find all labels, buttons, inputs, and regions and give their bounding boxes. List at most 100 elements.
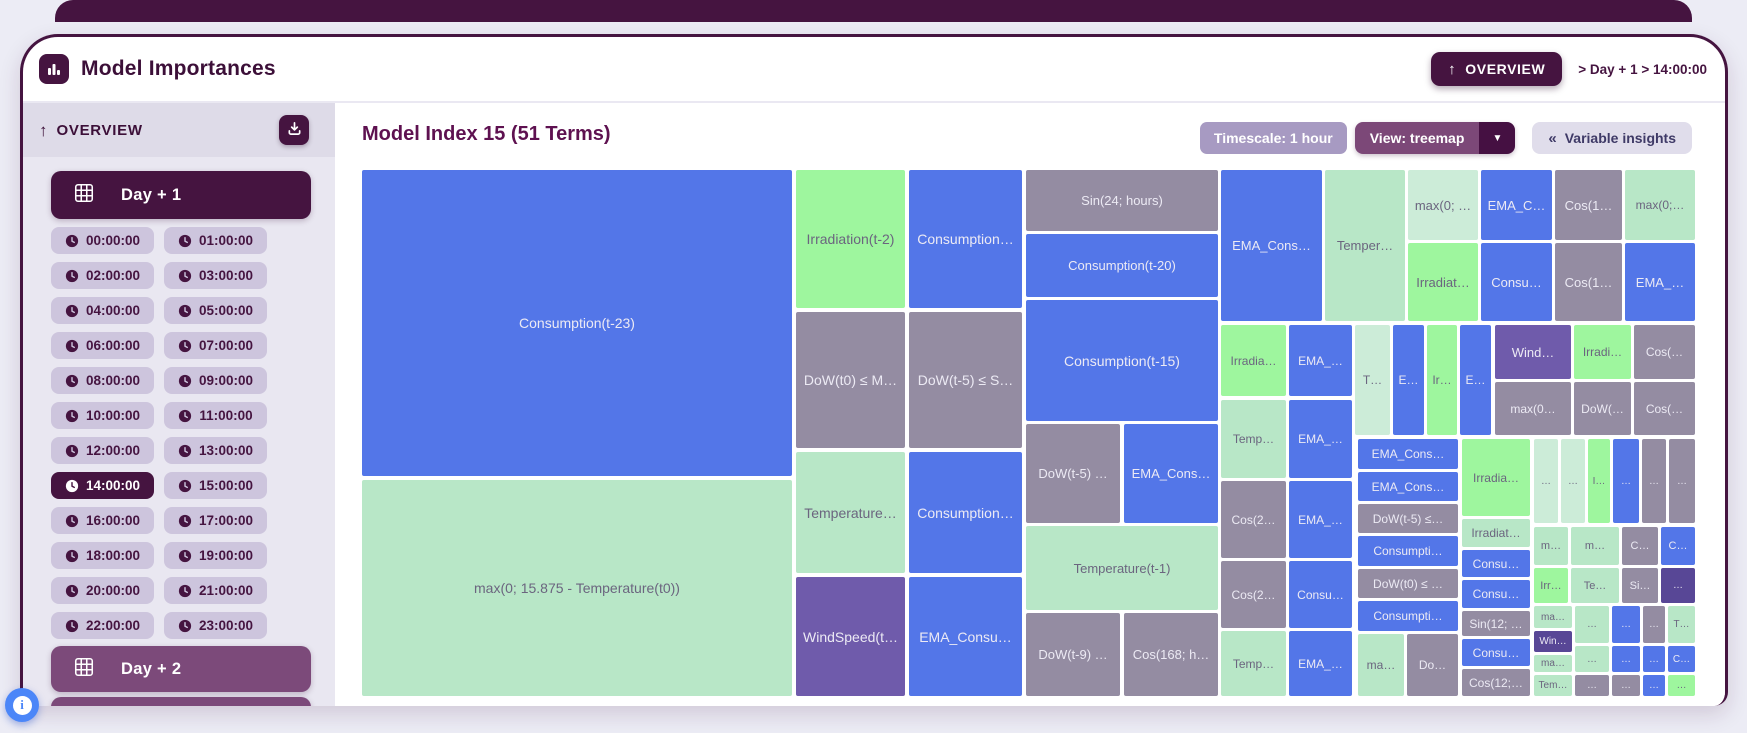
time-chip-18:00:00[interactable]: 18:00:00 xyxy=(51,542,154,569)
treemap-cell[interactable]: Cos(2… xyxy=(1221,481,1286,558)
treemap-cell[interactable]: Cos(1… xyxy=(1555,170,1622,240)
treemap-cell[interactable]: m… xyxy=(1534,527,1568,565)
treemap-cell[interactable]: Consumption… xyxy=(909,170,1022,308)
time-chip-08:00:00[interactable]: 08:00:00 xyxy=(51,367,154,394)
treemap-cell[interactable]: Temperature(t-1) xyxy=(1026,526,1218,610)
time-chip-13:00:00[interactable]: 13:00:00 xyxy=(164,437,267,464)
treemap-cell[interactable]: max(0; 15.875 - Temperature(t0)) xyxy=(362,480,792,696)
treemap-cell[interactable]: E… xyxy=(1393,325,1424,435)
treemap-cell[interactable]: Cos(12;… xyxy=(1462,669,1530,696)
treemap-cell[interactable]: Consu… xyxy=(1481,243,1552,321)
time-chip-20:00:00[interactable]: 20:00:00 xyxy=(51,577,154,604)
treemap-cell[interactable]: … xyxy=(1612,675,1640,696)
treemap-cell[interactable]: … xyxy=(1661,568,1695,603)
time-chip-07:00:00[interactable]: 07:00:00 xyxy=(164,332,267,359)
treemap-cell[interactable]: m… xyxy=(1571,527,1619,565)
treemap-cell[interactable]: Do… xyxy=(1407,634,1458,696)
treemap-cell[interactable]: EMA_C… xyxy=(1481,170,1552,240)
treemap-cell[interactable]: max(0;… xyxy=(1625,170,1695,240)
treemap-cell[interactable]: … xyxy=(1575,606,1609,643)
treemap-cell[interactable]: … xyxy=(1575,646,1609,672)
treemap-cell[interactable]: DoW(t-9) … xyxy=(1026,613,1120,696)
time-chip-11:00:00[interactable]: 11:00:00 xyxy=(164,402,267,429)
treemap-cell[interactable]: … xyxy=(1643,646,1665,672)
sidebar-section-day2[interactable]: Day + 2 xyxy=(51,646,311,692)
treemap-cell[interactable]: Te… xyxy=(1571,568,1619,603)
treemap-cell[interactable]: EMA_Cons… xyxy=(1358,472,1458,501)
treemap-cell[interactable]: Temperature… xyxy=(796,452,905,573)
treemap-cell[interactable]: EMA_Cons… xyxy=(1124,424,1218,523)
treemap-cell[interactable]: … xyxy=(1534,439,1558,523)
treemap-cell[interactable]: … xyxy=(1643,675,1665,696)
treemap-cell[interactable]: ma… xyxy=(1358,634,1404,696)
treemap-cell[interactable]: Consumpti… xyxy=(1358,536,1458,566)
time-chip-16:00:00[interactable]: 16:00:00 xyxy=(51,507,154,534)
treemap-cell[interactable]: Irradia… xyxy=(1221,325,1286,396)
treemap-cell[interactable]: T… xyxy=(1668,606,1695,643)
treemap-cell[interactable]: Sin(24; hours) xyxy=(1026,170,1218,231)
treemap-cell[interactable]: max(0; … xyxy=(1408,170,1478,240)
treemap-cell[interactable]: Win… xyxy=(1534,631,1572,652)
treemap-cell[interactable]: Irradi… xyxy=(1574,325,1631,379)
treemap-cell[interactable]: … xyxy=(1642,439,1666,523)
treemap-cell[interactable]: … xyxy=(1612,646,1640,672)
treemap-cell[interactable]: T… xyxy=(1355,325,1390,435)
treemap-cell[interactable]: Consumption(t-23) xyxy=(362,170,792,476)
treemap-cell[interactable]: I… xyxy=(1588,439,1610,523)
treemap-cell[interactable]: … xyxy=(1669,439,1695,523)
treemap-cell[interactable]: Consumption… xyxy=(909,452,1022,573)
treemap-cell[interactable]: Temp… xyxy=(1221,400,1286,478)
treemap-cell[interactable]: Si… xyxy=(1622,568,1658,603)
treemap-cell[interactable]: Cos(2… xyxy=(1221,561,1286,628)
time-chip-06:00:00[interactable]: 06:00:00 xyxy=(51,332,154,359)
variable-insights-button[interactable]: « Variable insights xyxy=(1532,122,1692,154)
treemap-cell[interactable]: EMA_Cons… xyxy=(1358,439,1458,469)
treemap-cell[interactable]: DoW(t0) ≤ … xyxy=(1358,569,1458,598)
time-chip-10:00:00[interactable]: 10:00:00 xyxy=(51,402,154,429)
time-chip-15:00:00[interactable]: 15:00:00 xyxy=(164,472,267,499)
treemap-cell[interactable]: EMA_… xyxy=(1289,481,1352,558)
treemap-cell[interactable]: EMA_Cons… xyxy=(1221,170,1322,321)
treemap-cell[interactable]: ma… xyxy=(1534,606,1572,628)
time-chip-21:00:00[interactable]: 21:00:00 xyxy=(164,577,267,604)
treemap-cell[interactable]: … xyxy=(1643,606,1665,643)
treemap-cell[interactable]: Wind… xyxy=(1495,325,1571,379)
treemap-cell[interactable]: ma… xyxy=(1534,655,1572,672)
treemap-cell[interactable]: EMA_Consu… xyxy=(909,577,1022,696)
time-chip-19:00:00[interactable]: 19:00:00 xyxy=(164,542,267,569)
treemap-cell[interactable]: DoW(t0) ≤ M… xyxy=(796,312,905,448)
treemap-cell[interactable]: Consumpti… xyxy=(1358,601,1458,631)
treemap-cell[interactable]: EMA_… xyxy=(1289,631,1352,696)
treemap-cell[interactable]: Cos(1… xyxy=(1555,243,1622,321)
treemap-cell[interactable]: … xyxy=(1612,606,1640,643)
treemap-cell[interactable]: … xyxy=(1668,675,1695,696)
treemap-cell[interactable]: Sin(12; … xyxy=(1462,611,1530,636)
treemap-cell[interactable]: … xyxy=(1613,439,1639,523)
treemap-cell[interactable]: DoW(t-5) ≤… xyxy=(1358,504,1458,533)
treemap-cell[interactable]: Consu… xyxy=(1462,639,1530,666)
download-button[interactable] xyxy=(279,115,309,145)
treemap-cell[interactable]: C… xyxy=(1622,527,1658,565)
treemap-cell[interactable]: C… xyxy=(1661,527,1695,565)
sidebar-section-partial[interactable] xyxy=(51,697,311,706)
time-chip-04:00:00[interactable]: 04:00:00 xyxy=(51,297,154,324)
treemap-cell[interactable]: Consu… xyxy=(1462,550,1530,577)
treemap-cell[interactable]: Ir… xyxy=(1427,325,1457,435)
treemap-cell[interactable]: Consu… xyxy=(1289,561,1352,628)
overview-button[interactable]: ↑ OVERVIEW xyxy=(1431,52,1563,86)
time-chip-05:00:00[interactable]: 05:00:00 xyxy=(164,297,267,324)
time-chip-02:00:00[interactable]: 02:00:00 xyxy=(51,262,154,289)
treemap-cell[interactable]: … xyxy=(1575,675,1609,696)
time-chip-23:00:00[interactable]: 23:00:00 xyxy=(164,612,267,639)
time-chip-03:00:00[interactable]: 03:00:00 xyxy=(164,262,267,289)
treemap-cell[interactable]: Tem… xyxy=(1534,675,1572,696)
treemap-cell[interactable]: max(0… xyxy=(1495,382,1571,435)
treemap-cell[interactable]: Irradiation(t-2) xyxy=(796,170,905,308)
treemap-cell[interactable]: Consumption(t-20) xyxy=(1026,234,1218,297)
treemap-cell[interactable]: DoW(t-5) … xyxy=(1026,424,1120,523)
treemap-cell[interactable]: Irradia… xyxy=(1462,439,1530,516)
treemap-cell[interactable]: EMA_… xyxy=(1289,400,1352,478)
info-button[interactable]: i xyxy=(5,688,39,722)
treemap-cell[interactable]: Consumption(t-15) xyxy=(1026,300,1218,421)
